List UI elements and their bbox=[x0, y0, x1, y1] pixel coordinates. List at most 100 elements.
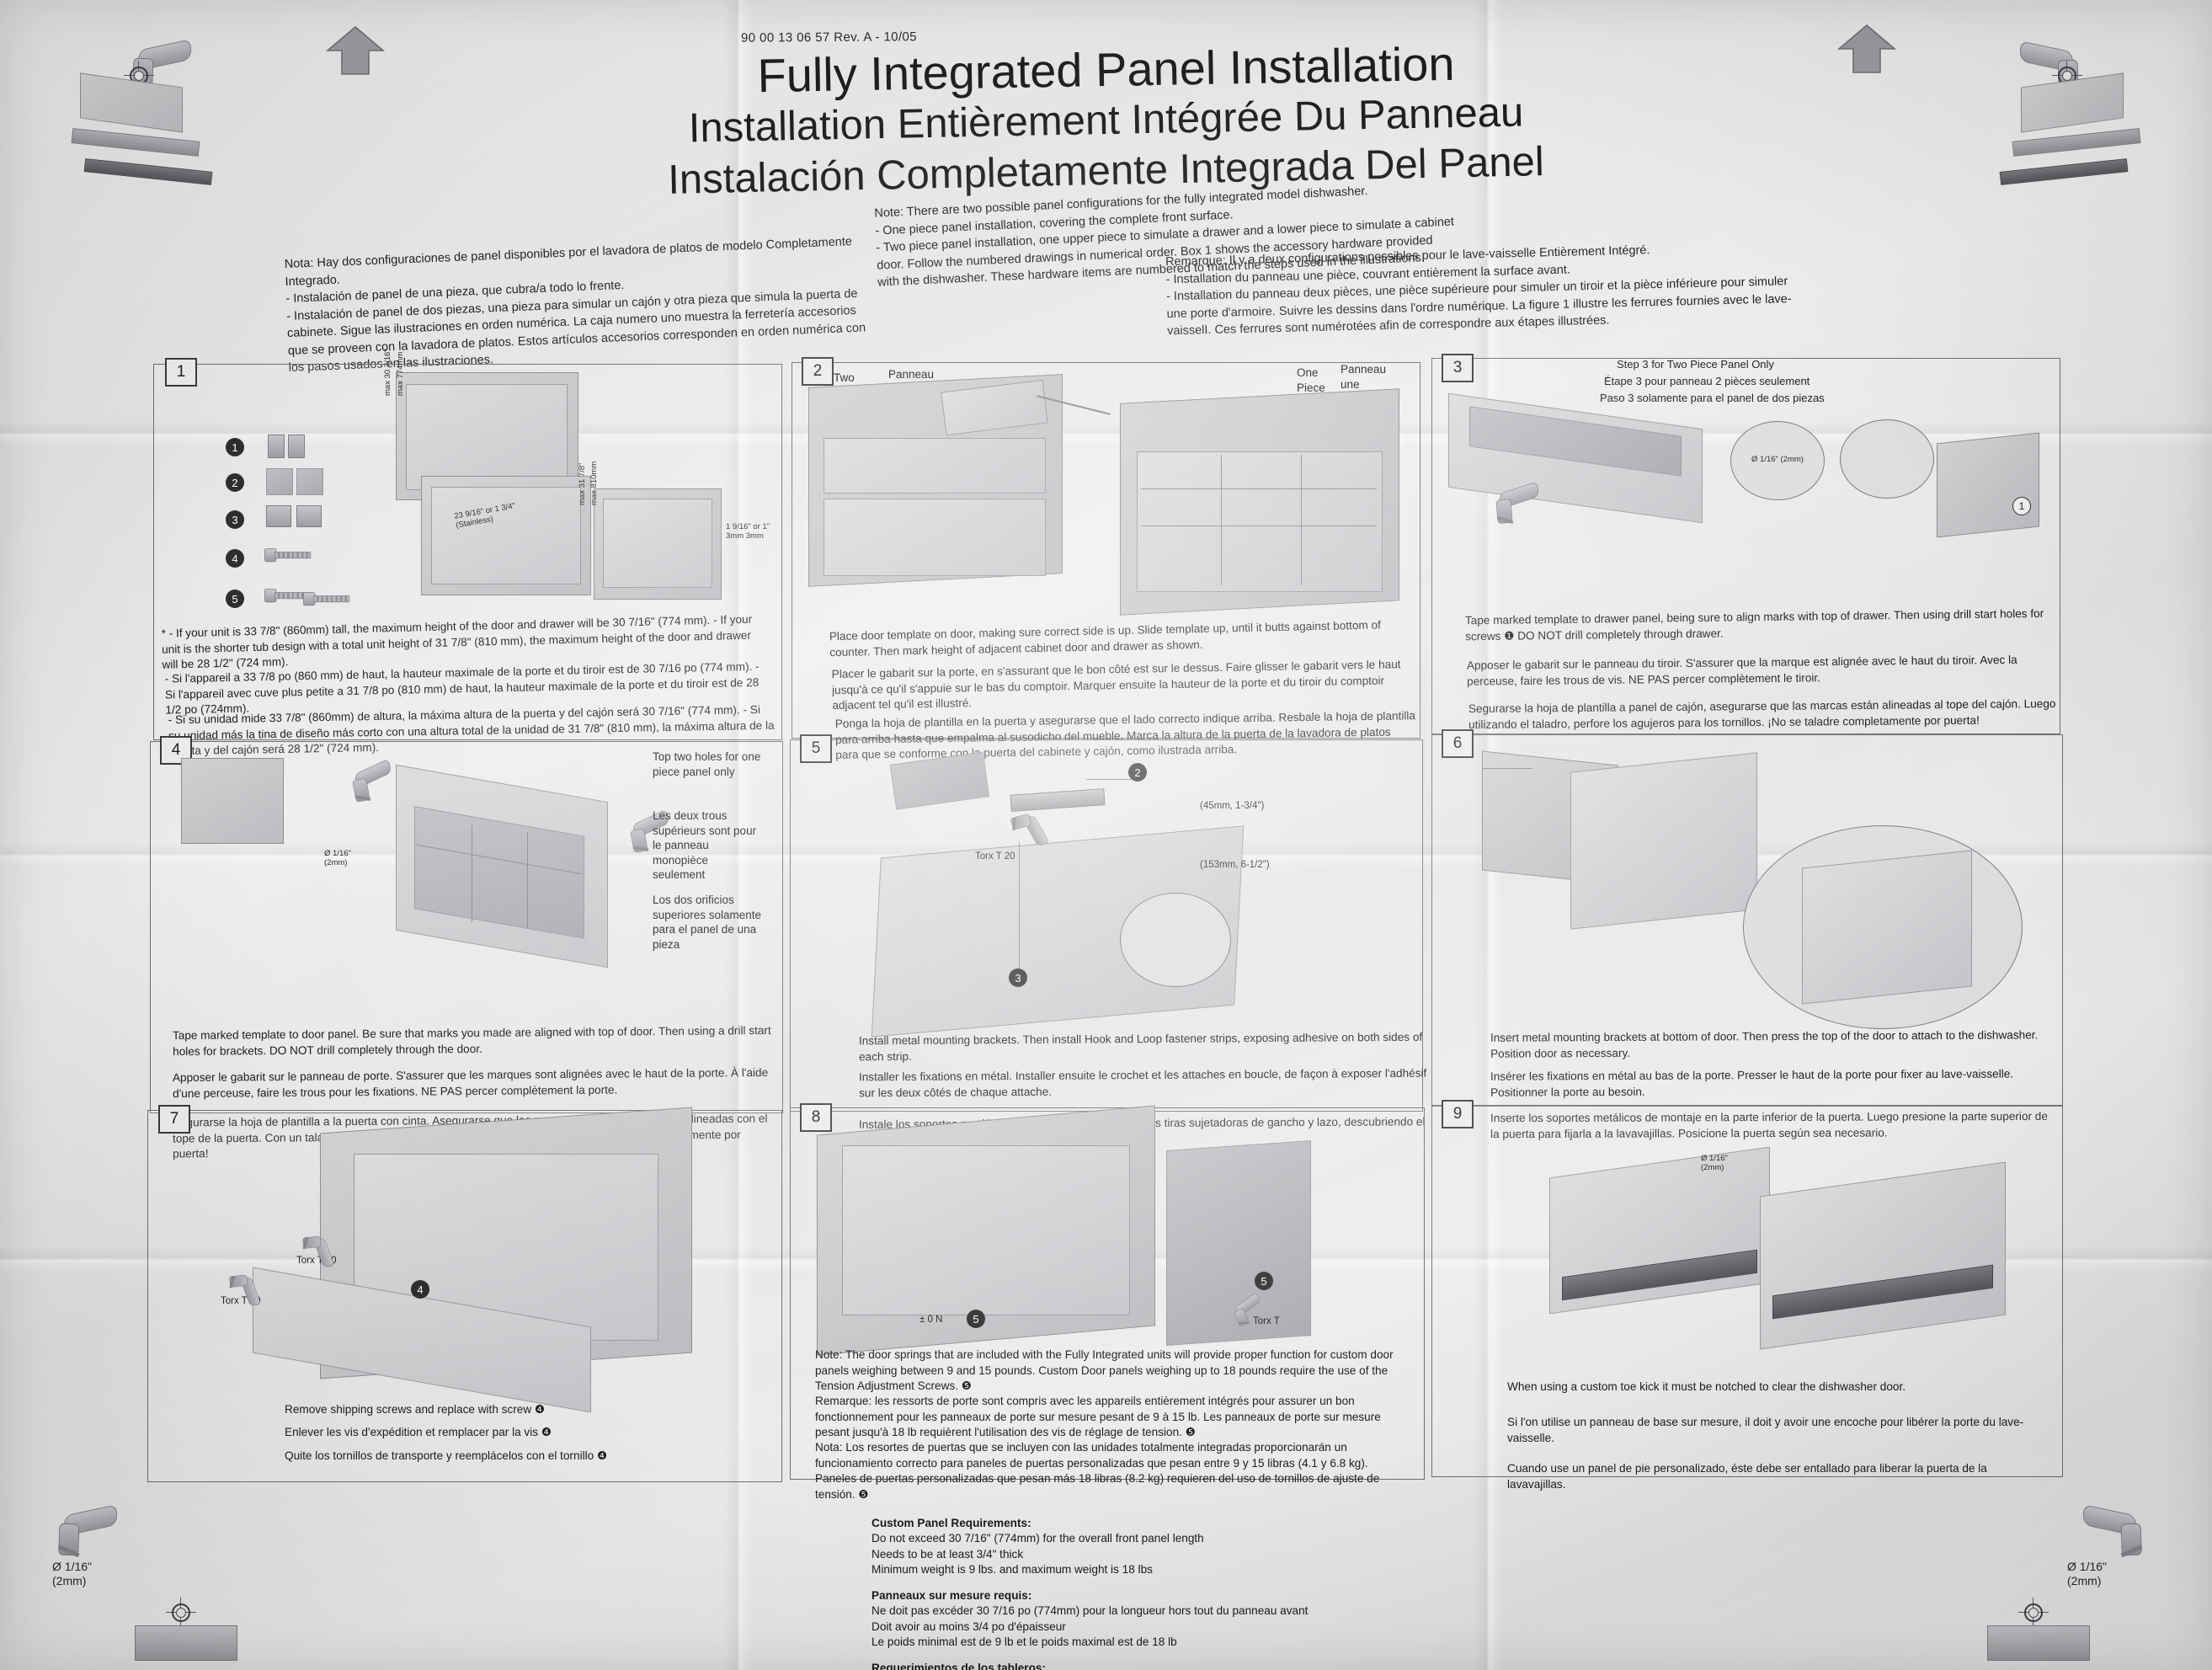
grid-line bbox=[1141, 488, 1377, 490]
grid-line bbox=[527, 832, 529, 929]
panel-6-caption-fr: Insérer les fixations en métal au bas de… bbox=[1490, 1067, 2014, 1099]
panel-7-caption-es: Quite los tornillos de transporte y reem… bbox=[285, 1449, 608, 1462]
toe-kick-bracket bbox=[135, 1625, 237, 1661]
drill-icon bbox=[2071, 1501, 2151, 1561]
detail-circle bbox=[1840, 419, 1934, 499]
hardware-screw-icon bbox=[268, 435, 285, 458]
hardware-item-1-number: 1 bbox=[226, 438, 244, 456]
hardware-screw-icon bbox=[264, 546, 312, 563]
note-spanish: Nota: Hay dos configuraciones de panel d… bbox=[284, 235, 866, 376]
leader-line bbox=[1086, 779, 1133, 781]
dishwasher-front bbox=[603, 499, 712, 588]
dishwasher-front bbox=[431, 487, 581, 584]
dishwasher-illustration bbox=[1937, 432, 2039, 538]
callout-1: 1 bbox=[2012, 497, 2031, 515]
grid-line bbox=[1482, 768, 1532, 770]
drill-target-icon bbox=[166, 1598, 196, 1628]
panel-9-dimension: Ø 1/16" (2mm) bbox=[1701, 1154, 1728, 1173]
hardware-item-3-number: 3 bbox=[226, 510, 244, 529]
panel-1-dimension: max 774mm bbox=[396, 351, 405, 396]
footer-heading-fr: Panneaux sur mesure requis: bbox=[871, 1588, 1032, 1602]
hardware-screw-icon bbox=[288, 435, 305, 458]
door-panel-illustration bbox=[824, 499, 1046, 576]
panel-1-dimension: 1 9/16" or 1" 3mm 3mm bbox=[726, 522, 770, 542]
panel-1-dimension: max 31 7/8" bbox=[578, 462, 587, 505]
panel-3-heading-en: Step 3 for Two Piece Panel Only bbox=[1617, 358, 1774, 371]
panel-3-caption-fr: Apposer le gabarit sur le panneau du tir… bbox=[1466, 653, 2017, 688]
hardware-fastener-icon bbox=[296, 505, 322, 527]
hardware-bracket-icon bbox=[296, 468, 323, 495]
panel-9-number: 9 bbox=[1442, 1100, 1474, 1128]
drawer-panel-illustration bbox=[824, 438, 1046, 494]
panel-1-dimension: max 30 7/16" bbox=[383, 349, 392, 396]
panel-8-caption-en: Note: The door springs that are included… bbox=[815, 1348, 1394, 1393]
panel-7-number: 7 bbox=[158, 1105, 190, 1134]
panel-5-number: 5 bbox=[800, 734, 832, 763]
panel-8-callout-5b: 5 bbox=[1255, 1272, 1273, 1290]
panel-3-detail-label: Ø 1/16" (2mm) bbox=[1751, 455, 1804, 464]
footer-line-fr-1: Ne doit pas excéder 30 7/16 po (774mm) p… bbox=[871, 1604, 1309, 1618]
hardware-screw-icon bbox=[264, 586, 312, 604]
one-piece-panel-illustration bbox=[1137, 451, 1383, 592]
panel-4-side-note-fr: Les deux trous supérieurs sont pour le p… bbox=[653, 809, 757, 882]
panel-3-heading-fr: Étape 3 pour panneau 2 pièces seulement bbox=[1604, 375, 1810, 387]
panel-9-caption-fr: Si l'on utilise un panneau de base sur m… bbox=[1507, 1416, 2024, 1444]
note-french: Remarque: Il y a deux configurations pos… bbox=[1165, 243, 1792, 339]
panel-1-number: 1 bbox=[165, 358, 197, 387]
footer-line-en-1: Do not exceed 30 7/16" (774mm) for the o… bbox=[871, 1532, 1204, 1545]
grid-line bbox=[1221, 455, 1223, 585]
panel-3-caption-es: Segurarse la hoja de plantilla a panel d… bbox=[1468, 696, 2056, 731]
panel-3-number: 3 bbox=[1442, 354, 1474, 382]
document-number: 90 00 13 06 57 Rev. A - 10/05 bbox=[740, 29, 918, 45]
corner-drill-dimension: Ø 1/16" (2mm) bbox=[52, 1560, 92, 1587]
panel-4-side-note-en: Top two holes for one piece panel only bbox=[653, 750, 761, 778]
panel-8-number: 8 bbox=[800, 1103, 832, 1132]
panel-7-caption-fr: Enlever les vis d'expédition et remplace… bbox=[285, 1426, 552, 1438]
panel-9-caption-es: Cuando use un panel de pie personalizado… bbox=[1507, 1462, 1987, 1491]
detail-circle bbox=[1730, 421, 1825, 500]
hardware-screw-icon bbox=[303, 590, 350, 607]
hardware-fastener-icon bbox=[266, 505, 291, 527]
detail-circle bbox=[1120, 893, 1231, 987]
panel-8-caption-fr: Remarque: les ressorts de porte sont com… bbox=[815, 1395, 1381, 1439]
panel-8-tool-label: Torx T bbox=[1253, 1316, 1280, 1326]
drill-icon bbox=[48, 1501, 128, 1561]
leader-line bbox=[1019, 842, 1021, 968]
footer-line-en-2: Needs to be at least 3/4" thick bbox=[871, 1547, 1024, 1561]
panel-5-dimension-bottom: (153mm, 6-1/2") bbox=[1200, 860, 1270, 870]
panel-9-caption-en: When using a custom toe kick it must be … bbox=[1507, 1380, 1906, 1393]
door-interior-illustration bbox=[842, 1145, 1130, 1315]
panel-4-caption-en: Tape marked template to door panel. Be s… bbox=[172, 1023, 771, 1058]
panel-3-heading-es: Paso 3 solamente para el panel de dos pi… bbox=[1600, 392, 1825, 404]
footer-line-fr-2: Doit avoir au moins 3/4 po d'épaisseur bbox=[871, 1619, 1066, 1633]
hardware-item-4-number: 4 bbox=[226, 549, 244, 568]
door-detail-illustration bbox=[1802, 850, 1972, 1005]
panel-5-caption-fr: Installer les fixations en métal. Instal… bbox=[858, 1066, 1427, 1100]
panel-5-dimension-top: (45mm, 1-3/4") bbox=[1200, 801, 1265, 811]
door-panel-illustration bbox=[1570, 752, 1757, 930]
hardware-item-2-number: 2 bbox=[226, 473, 244, 492]
panel-5-callout-2: 2 bbox=[1128, 763, 1147, 782]
panel-8-callout-5a: 5 bbox=[967, 1310, 985, 1328]
panel-8-dimension: ± 0 N bbox=[919, 1315, 943, 1325]
up-arrow-icon bbox=[1836, 24, 1898, 80]
toe-kick-bracket bbox=[1987, 1625, 2090, 1661]
up-arrow-icon bbox=[324, 25, 386, 82]
panel-1-dimension: max 810mm bbox=[589, 461, 599, 505]
panel-4-dimension: Ø 1/16" (2mm) bbox=[324, 849, 351, 868]
panel-2-number: 2 bbox=[802, 357, 834, 386]
corner-drill-dimension: Ø 1/16" (2mm) bbox=[2067, 1560, 2107, 1587]
panel-5-callout-3: 3 bbox=[1009, 968, 1027, 987]
panel-7-caption-en: Remove shipping screws and replace with … bbox=[285, 1403, 546, 1416]
panel-5-caption-en: Install metal mounting brackets. Then in… bbox=[858, 1030, 1423, 1064]
door-detail-illustration bbox=[181, 758, 284, 844]
grid-line bbox=[1301, 455, 1303, 585]
panel-6-number: 6 bbox=[1442, 729, 1474, 758]
footer-line-en-3: Minimum weight is 9 lbs. and maximum wei… bbox=[871, 1563, 1153, 1577]
panel-6-caption-en: Insert metal mounting brackets at bottom… bbox=[1490, 1028, 2039, 1060]
hardware-item-5-number: 5 bbox=[226, 590, 244, 608]
hardware-bracket-icon bbox=[266, 468, 293, 495]
drill-target-icon bbox=[2018, 1598, 2049, 1628]
footer-heading-es: Requerimientos de los tableros: bbox=[871, 1661, 1046, 1670]
